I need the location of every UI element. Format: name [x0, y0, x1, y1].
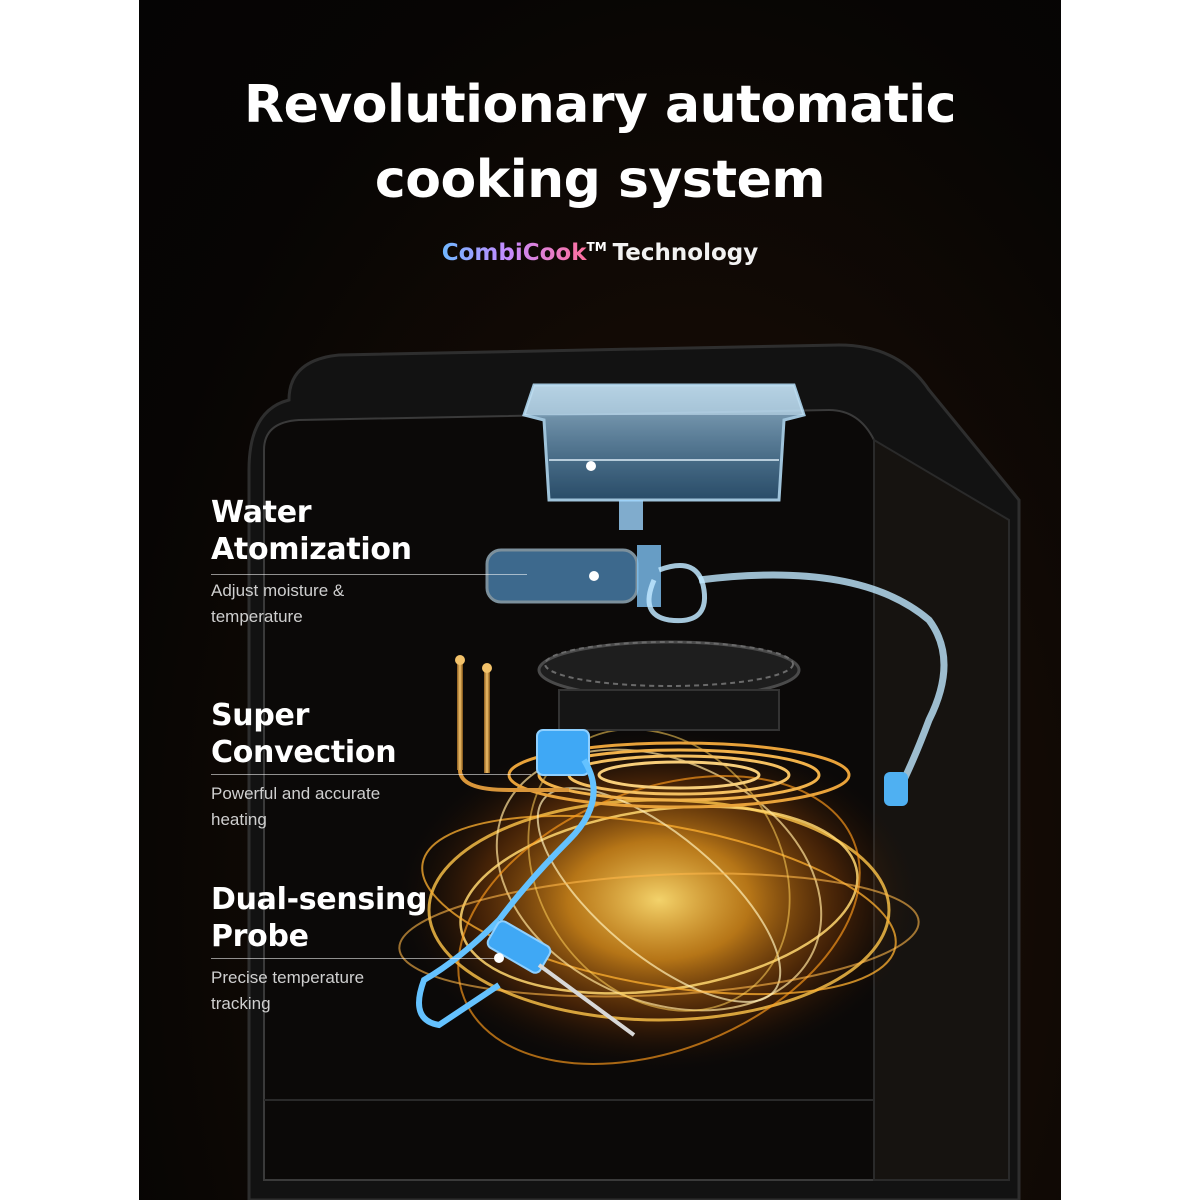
callout-line-water — [211, 574, 527, 575]
brand-logo: CombiCook — [441, 240, 587, 266]
trademark-mark: TM — [586, 240, 607, 255]
convection-airflow — [398, 728, 920, 1070]
feature-title-line-2: Probe — [211, 919, 309, 954]
feature-desc-line-2: tracking — [211, 994, 271, 1013]
title-line-1: Revolutionary automatic — [244, 75, 956, 135]
feature-super-convection: Super Convection Powerful and accurate h… — [211, 697, 397, 833]
convection-fan-icon — [537, 640, 801, 731]
feature-desc-line-2: temperature — [211, 607, 303, 626]
feature-title-line-1: Super — [211, 698, 310, 733]
temperature-probe-icon — [416, 729, 636, 1037]
feature-title-line-1: Dual-sensing — [211, 882, 428, 917]
title-line-2: cooking system — [374, 150, 826, 210]
feature-desc-line-1: Precise temperature — [211, 968, 365, 987]
air-fryer-illustration — [247, 343, 1021, 1200]
technology-label: Technology — [612, 240, 759, 266]
feature-title-line-1: Water — [211, 495, 312, 530]
feature-desc-line-1: Powerful and accurate — [211, 784, 381, 803]
feature-desc-line-1: Adjust moisture & — [211, 581, 345, 600]
feature-title-line-2: Convection — [211, 735, 397, 770]
feature-dual-sensing-probe: Dual-sensing Probe Precise temperature t… — [211, 881, 427, 1017]
page-title: Revolutionary automatic cooking system — [139, 68, 1061, 218]
water-tank-icon — [522, 383, 806, 502]
feature-title-line-2: Atomization — [211, 532, 412, 567]
product-poster: Revolutionary automatic cooking system C… — [139, 0, 1061, 1200]
technology-subtitle: CombiCookTM Technology — [139, 240, 1061, 266]
feature-desc-line-2: heating — [211, 810, 267, 829]
feature-water-atomization: Water Atomization Adjust moisture & temp… — [211, 494, 412, 630]
callout-line-probe — [211, 958, 496, 959]
atomizer-nozzle-icon — [485, 500, 948, 806]
callout-line-convection — [211, 774, 531, 775]
